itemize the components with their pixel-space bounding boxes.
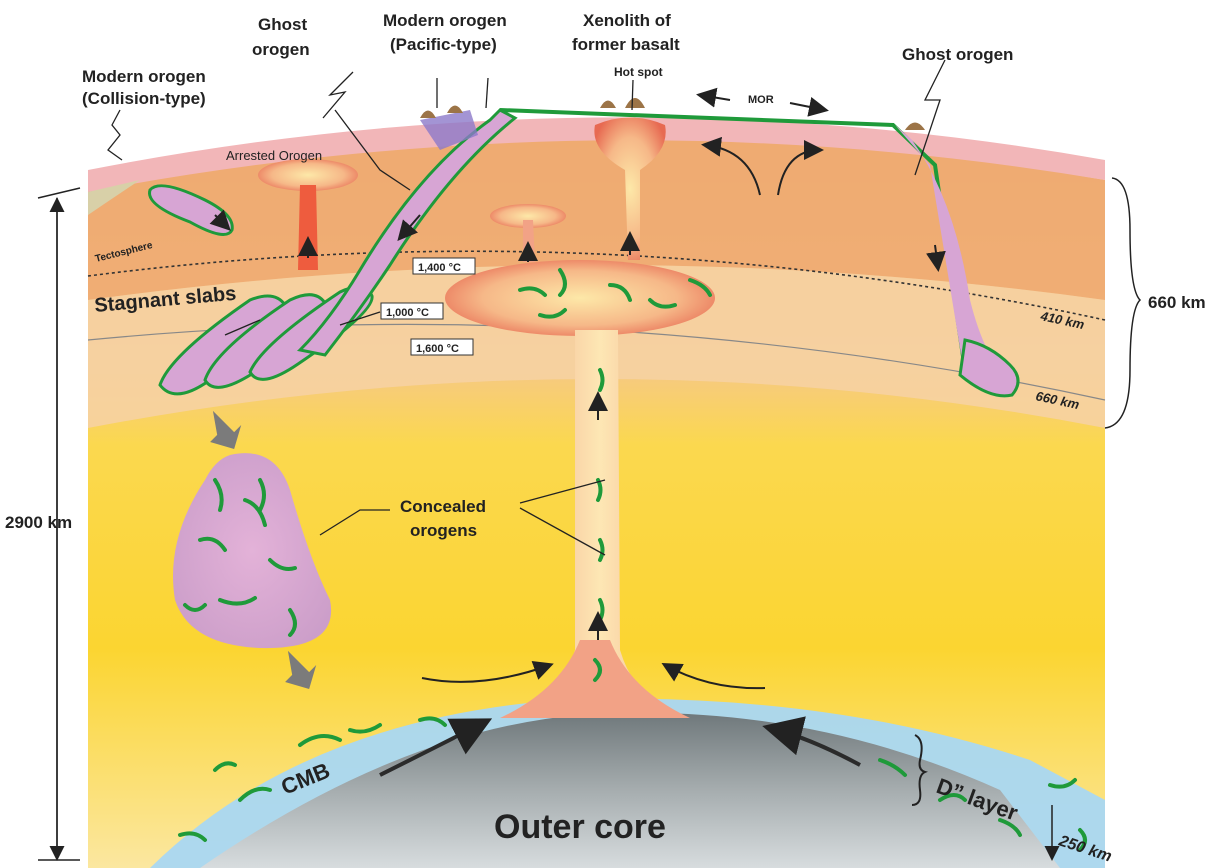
label-ghost-orogen-right: Ghost orogen (902, 45, 1013, 64)
label-temp-1600: 1,600 °C (416, 343, 459, 355)
label-mor: MOR (748, 94, 774, 106)
label-temp-1000: 1,000 °C (386, 307, 429, 319)
label-ghost-orogen-left-1: Ghost (258, 15, 307, 34)
label-concealed-2: orogens (410, 521, 477, 540)
label-660km-brace: 660 km (1148, 293, 1206, 312)
label-outer-core: Outer core (494, 808, 666, 846)
label-concealed-1: Concealed (400, 497, 486, 516)
plume-head (445, 260, 715, 336)
brace-660 (1105, 178, 1140, 428)
label-xenolith-2: former basalt (572, 35, 680, 54)
label-modern-orogen-pacific-2: (Pacific-type) (390, 35, 497, 54)
label-arrested-orogen: Arrested Orogen (226, 148, 322, 163)
label-xenolith-1: Xenolith of (583, 11, 671, 30)
label-ghost-orogen-left-2: orogen (252, 40, 310, 59)
label-modern-orogen-pacific-1: Modern orogen (383, 11, 507, 30)
label-modern-orogen-collision-2: (Collision-type) (82, 89, 206, 108)
label-hot-spot: Hot spot (614, 65, 663, 79)
label-modern-orogen-collision-1: Modern orogen (82, 67, 206, 86)
label-temp-1400: 1,400 °C (418, 262, 461, 274)
label-2900km: 2900 km (5, 513, 72, 532)
